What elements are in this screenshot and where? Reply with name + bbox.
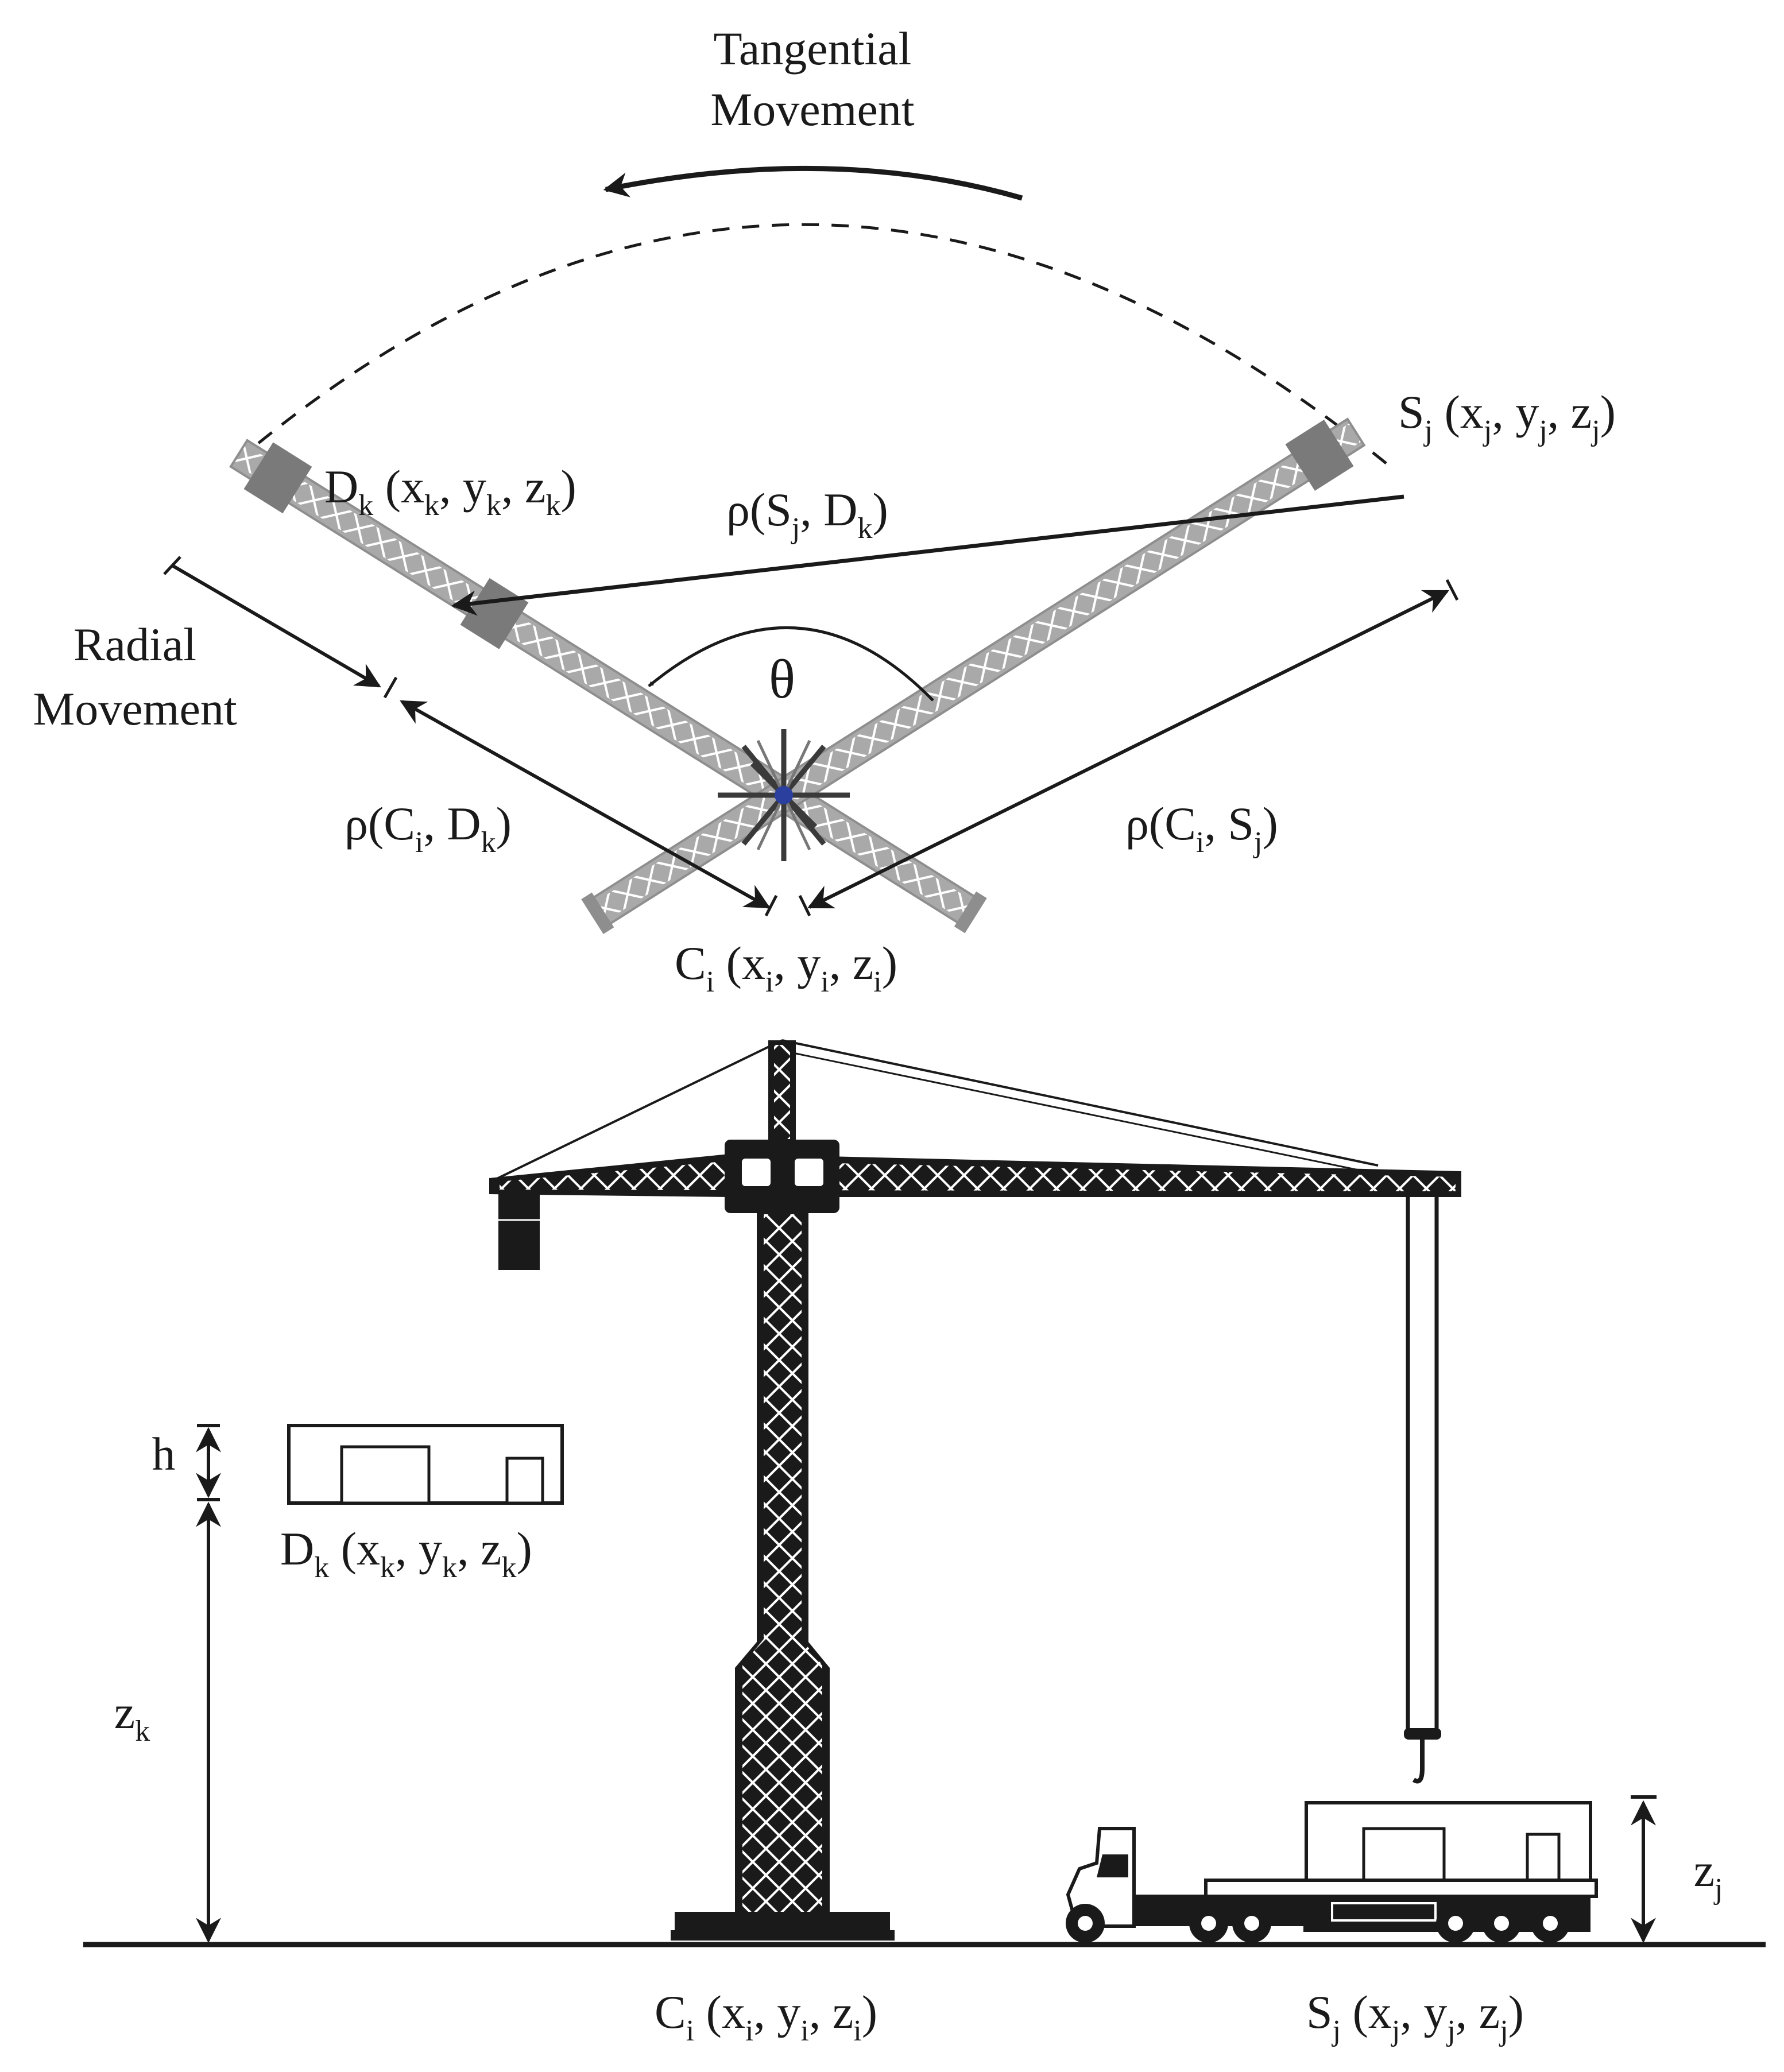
radial-label-line2: Movement bbox=[33, 683, 237, 735]
trolley-at-end-destination-side bbox=[243, 442, 312, 514]
hook-block bbox=[1404, 1728, 1441, 1740]
zk-label: zk bbox=[114, 1686, 150, 1748]
rho-c-s-arrow bbox=[807, 590, 1449, 909]
destination-coordinate-label-top: Dk (xk, yk, zk) bbox=[324, 460, 576, 522]
rho-c-d-label: ρ(Ci, Dk) bbox=[345, 797, 512, 859]
rho-s-d-arrow bbox=[451, 494, 1404, 616]
crane-base bbox=[675, 1912, 890, 1932]
jib-arm-source bbox=[581, 417, 1366, 935]
radial-arrow-outer bbox=[171, 564, 381, 688]
delivery-truck bbox=[1066, 1801, 1598, 1943]
radial-label-line1: Radial bbox=[73, 618, 196, 671]
theta-label: θ bbox=[769, 648, 795, 710]
slewing-unit bbox=[725, 1140, 839, 1213]
swing-path-dashed bbox=[234, 223, 1396, 472]
source-coordinate-label-side: Sj (xj, yj, zj) bbox=[1306, 1986, 1524, 2047]
side-view: h zk zj Dk (xk, yk, zk) Ci (xi, yi, zi) … bbox=[83, 1039, 1766, 2047]
mast-center-marker bbox=[775, 786, 793, 804]
rho-c-d-arrow bbox=[400, 700, 771, 909]
tangential-arrow bbox=[603, 165, 1023, 201]
rho-c-s-label: ρ(Ci, Sj) bbox=[1125, 797, 1278, 859]
destination-module bbox=[287, 1424, 564, 1505]
trolley-at-source bbox=[1285, 419, 1354, 491]
destination-coordinate-label-side: Dk (xk, yk, zk) bbox=[280, 1523, 532, 1584]
tangential-label-line1: Tangential bbox=[714, 22, 912, 75]
top-view: Tangential Movement Radial Movement θ Sj… bbox=[33, 22, 1616, 998]
tangential-label-line2: Movement bbox=[710, 83, 914, 135]
h-dimension bbox=[196, 1424, 221, 1501]
crane-coordinate-label-side: Ci (xi, yi, zi) bbox=[655, 1986, 877, 2047]
rho-s-d-label: ρ(Sj, Dk) bbox=[726, 483, 888, 545]
zj-label: zj bbox=[1694, 1844, 1723, 1906]
tower-crane bbox=[489, 1039, 1461, 1941]
trolley-at-destination bbox=[460, 578, 529, 649]
h-label: h bbox=[152, 1428, 176, 1480]
crane-coordinate-label-top: Ci (xi, yi, zi) bbox=[675, 937, 897, 998]
hook bbox=[1412, 1740, 1425, 1784]
counterweight bbox=[498, 1194, 540, 1270]
source-coordinate-label-top: Sj (xj, yj, zj) bbox=[1398, 386, 1616, 447]
zj-dimension bbox=[1631, 1795, 1657, 1943]
